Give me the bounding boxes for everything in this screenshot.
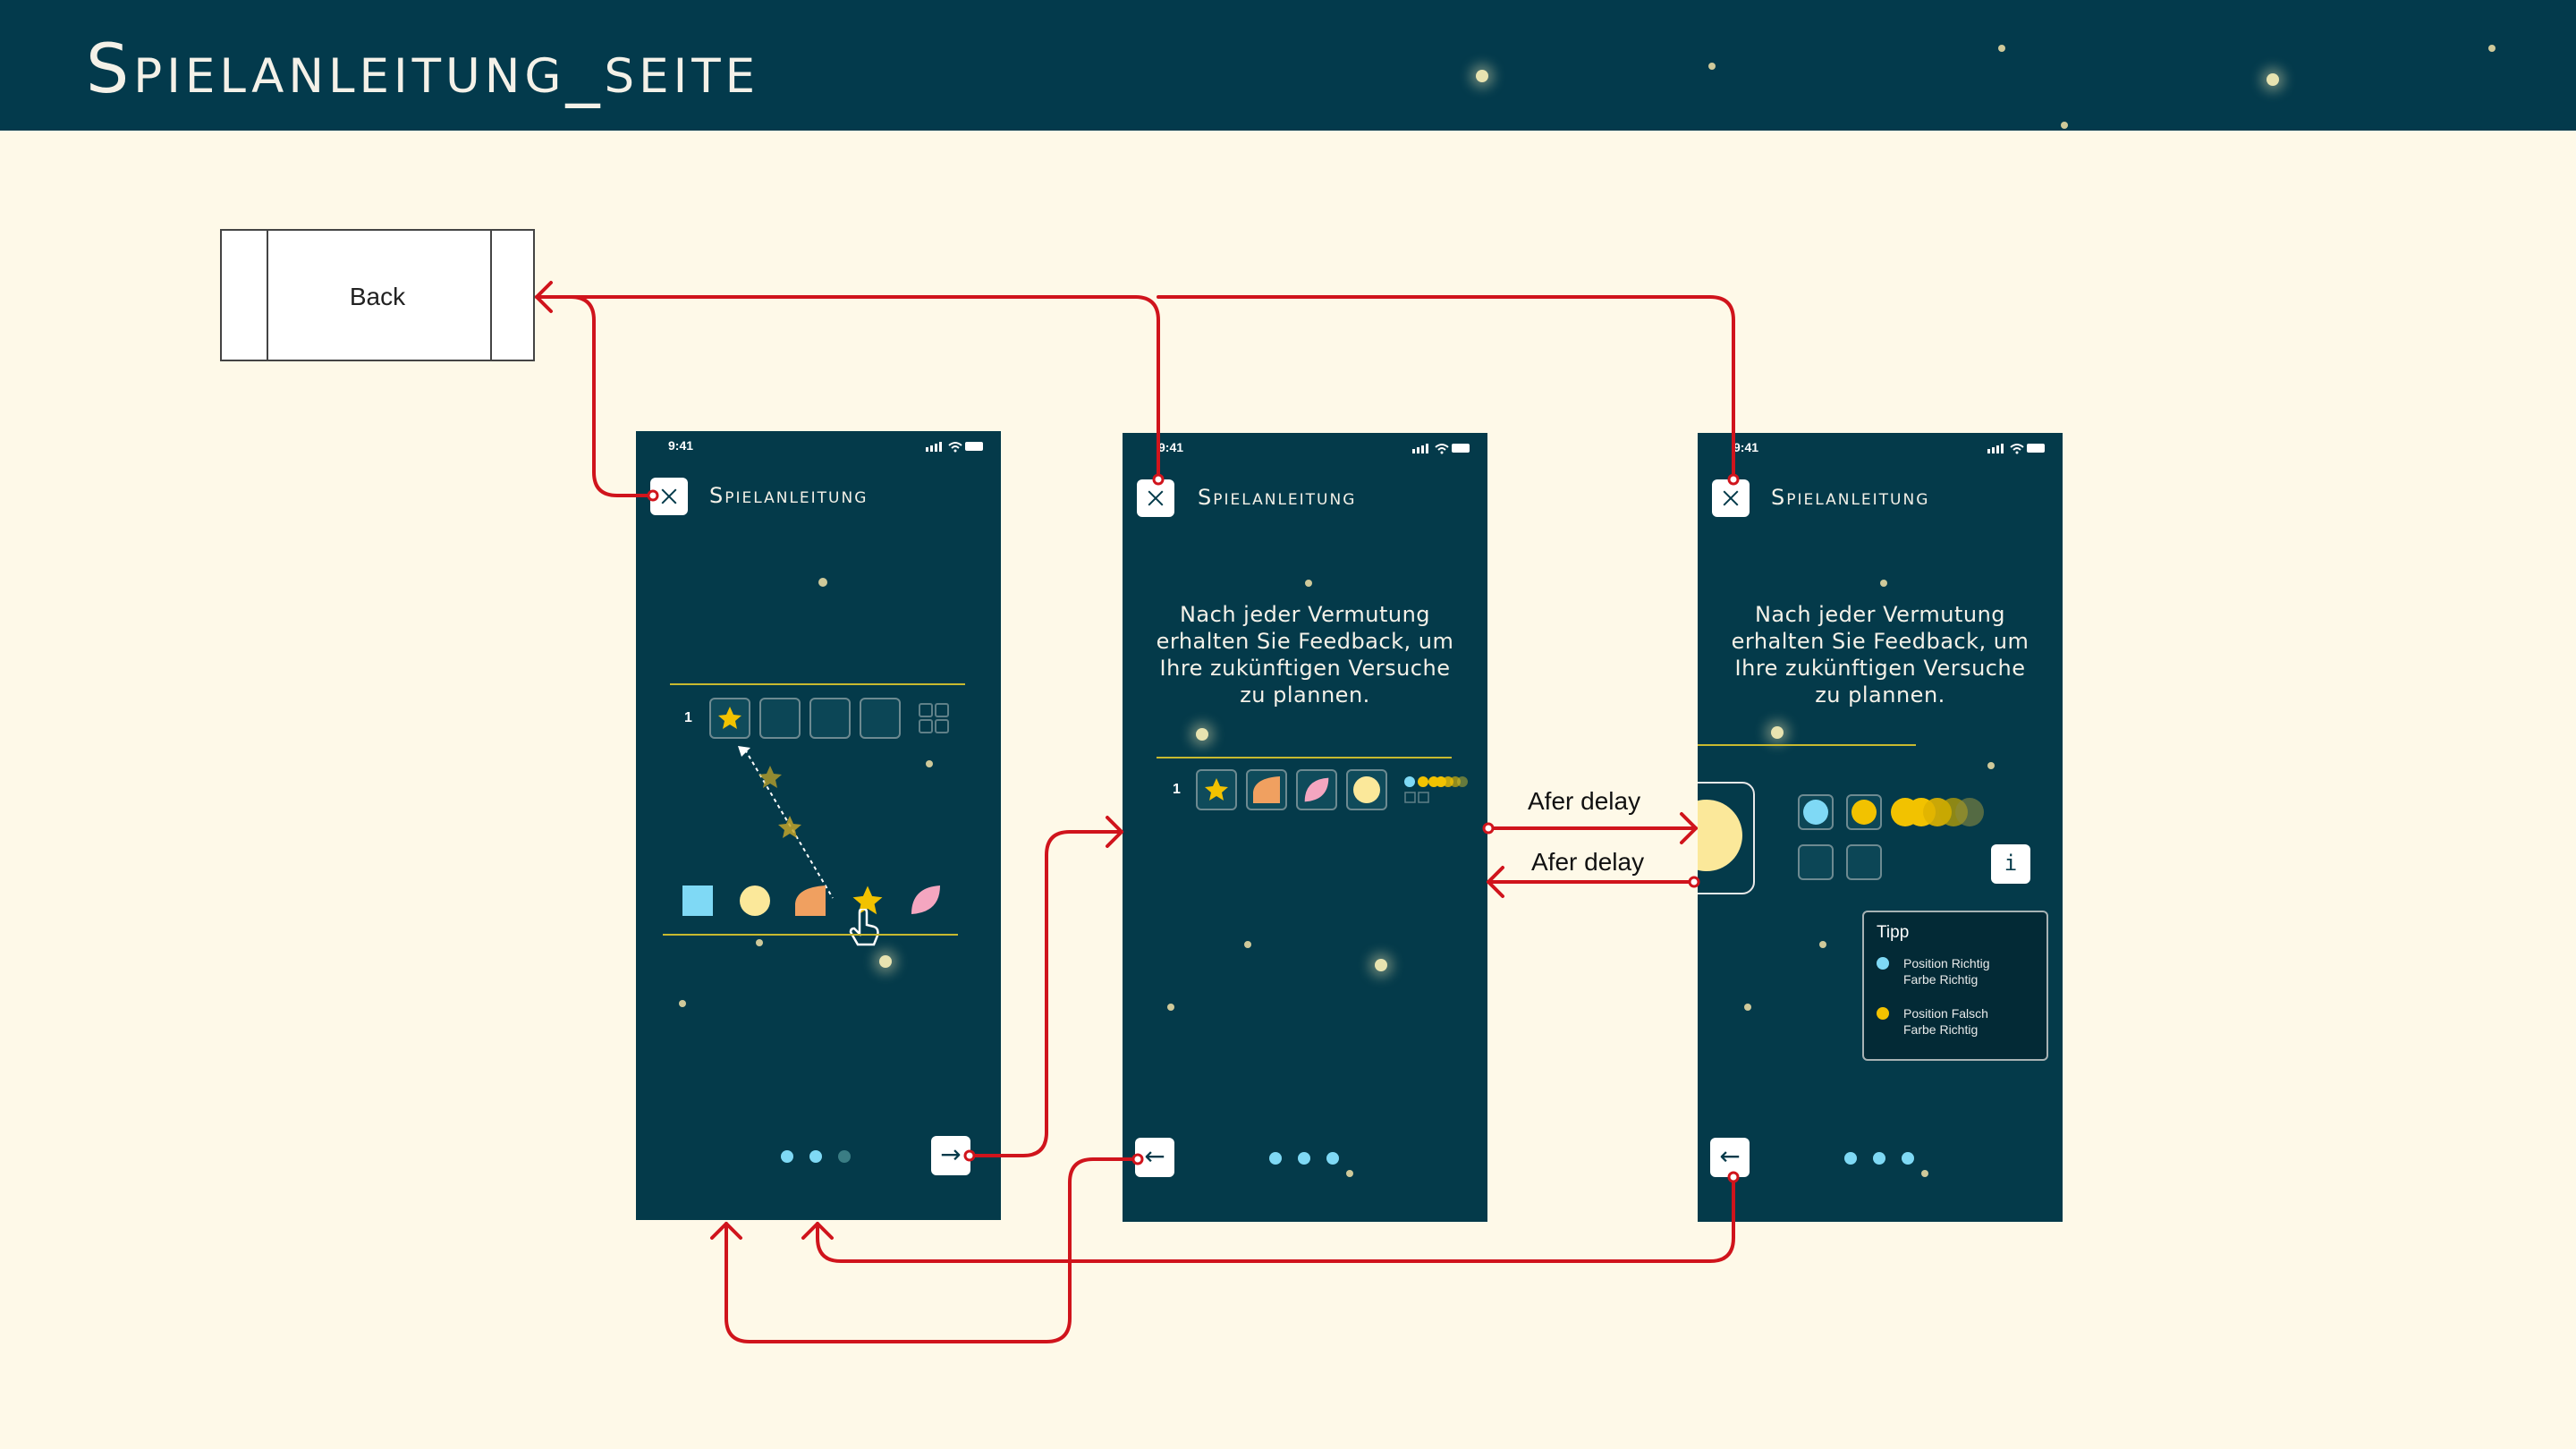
star-decoration [1819,941,1826,948]
page-dot[interactable] [809,1150,822,1163]
divider-bottom [663,934,958,936]
star-decoration [1167,1004,1174,1011]
status-time: 9:41 [1733,440,1759,454]
guess-slot[interactable] [1296,769,1337,810]
star-decoration [1476,70,1488,82]
page-dot[interactable] [781,1150,793,1163]
tip-popover: Tipp Position Richtig Farbe Richtig Posi… [1862,911,2048,1061]
star-decoration [2061,122,2068,129]
info-button[interactable]: i [1991,844,2030,884]
drag-path-illustration [738,746,834,899]
hand-pointer-icon [849,909,879,946]
status-icons [926,442,983,453]
feedback-indicator-icon [1891,798,1984,826]
correct-position-dot [1803,800,1828,825]
star-decoration [679,1000,686,1007]
star-decoration [926,760,933,767]
page-dot[interactable] [1326,1152,1339,1165]
circle-shape-icon [1353,776,1380,803]
tip-title: Tipp [1877,923,1910,942]
square-shape-icon[interactable] [682,886,713,916]
page-dot[interactable] [1873,1152,1885,1165]
circle-shape-icon[interactable] [740,886,770,916]
divider-top [1157,757,1452,758]
status-icons [1412,444,1470,454]
quarter-shape-icon[interactable] [795,886,826,916]
page-dot[interactable] [1902,1152,1914,1165]
divider-top [670,683,965,685]
guess-slot[interactable] [809,698,851,739]
star-decoration [2267,73,2279,86]
star-decoration [1375,959,1387,971]
screen-3: 9:41 Spielanleitung Nach jeder Vermutung… [1698,433,2063,1222]
page-dot[interactable] [1298,1152,1310,1165]
screen-title: Spielanleitung [1771,485,1930,510]
reveal-card [1698,782,1755,894]
star-decoration [1196,728,1208,741]
star-decoration [1305,580,1312,587]
tip-dot-yellow [1877,1007,1889,1020]
divider-top [1698,744,1916,746]
star-decoration [1880,580,1887,587]
star-decoration [756,939,763,946]
row-number: 1 [1173,782,1181,797]
star-decoration [1346,1170,1353,1177]
star-decoration [1744,1004,1751,1011]
status-time: 9:41 [1158,440,1184,454]
star-decoration [879,955,892,968]
star-decoration [1998,45,2005,52]
backward-delay-label: Afer delay [1531,848,1645,876]
back-frame[interactable]: Back [220,229,535,361]
status-icons [1987,444,2045,454]
quarter-shape-icon [1253,776,1280,803]
row-number: 1 [684,710,692,725]
instruction-text: Nach jeder Vermutung erhalten Sie Feedba… [1731,602,2029,708]
forward-delay-label: Afer delay [1528,787,1641,815]
tip-dot-cyan [1877,957,1889,970]
tip-item: Position Falsch Farbe Richtig [1903,1006,1988,1037]
star-decoration [1708,63,1716,70]
star-shape-icon[interactable] [851,884,885,918]
previous-button[interactable]: ← [1710,1138,1750,1177]
feedback-slot [1798,844,1834,880]
feedback-indicator-icon [1404,776,1468,803]
screen-2: 9:41 Spielanleitung Nach jeder Vermutung… [1123,433,1487,1222]
leaf-shape-icon [1304,777,1329,802]
star-decoration [2488,45,2496,52]
star-shape-icon [1205,778,1228,801]
wrong-position-dot [1852,800,1877,825]
feedback-slot [1846,844,1882,880]
page-dot[interactable] [838,1150,851,1163]
tip-item: Position Richtig Farbe Richtig [1903,956,1990,987]
star-decoration [1244,941,1251,948]
screen-1: 9:41 Spielanleitung 1 → [636,431,1001,1220]
star-decoration [818,578,827,587]
guess-slot[interactable] [1196,769,1237,810]
close-button[interactable] [1712,479,1750,517]
feedback-grid-icon [919,703,949,733]
back-label: Back [349,283,406,310]
star-decoration [1771,726,1784,739]
star-decoration [1921,1170,1928,1177]
star-shape-icon [718,707,741,729]
star-decoration [1987,762,1995,769]
status-time: 9:41 [668,438,694,453]
instruction-text: Nach jeder Vermutung erhalten Sie Feedba… [1156,602,1454,708]
page-dot[interactable] [1844,1152,1857,1165]
page-header: Spielanleitung_seite [0,0,2576,131]
close-button[interactable] [1137,479,1174,517]
page-title: Spielanleitung_seite [86,29,760,108]
guess-slot[interactable] [860,698,901,739]
page-dot[interactable] [1269,1152,1282,1165]
leaf-shape-icon[interactable] [910,884,942,916]
screen-title: Spielanleitung [1198,485,1357,510]
guess-slot[interactable] [759,698,801,739]
screen-title: Spielanleitung [709,483,869,508]
